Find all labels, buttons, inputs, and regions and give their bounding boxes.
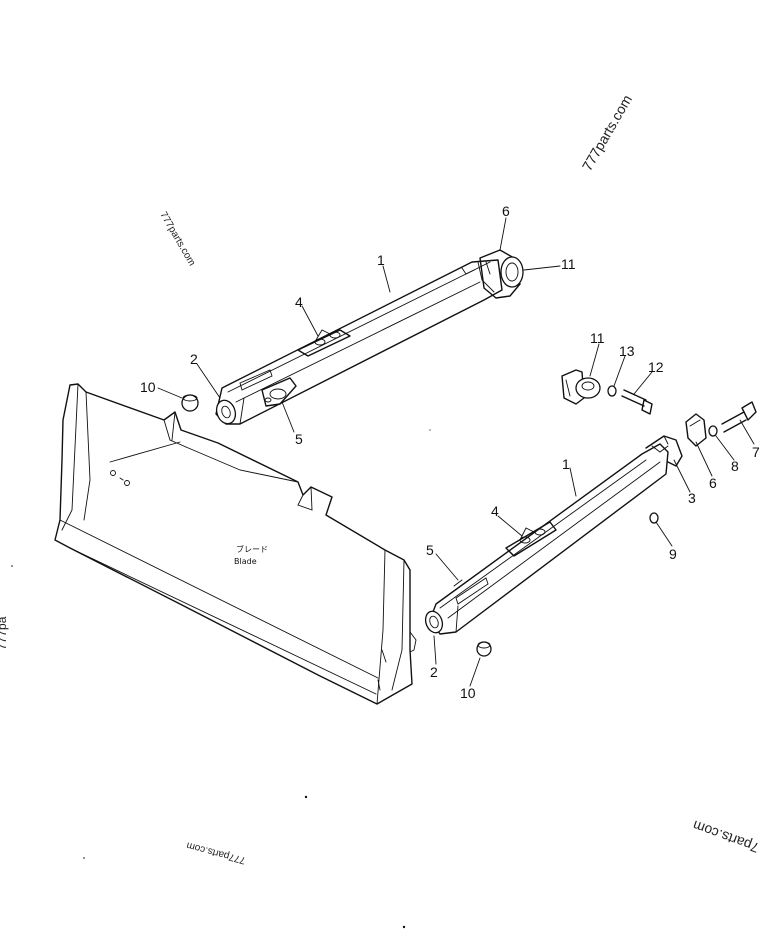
watermark-top-left: 777parts.com <box>157 210 197 268</box>
callout-upper-bushing: 2 <box>190 351 198 367</box>
callout-lower-support: 5 <box>426 542 434 558</box>
callout-washer-8: 8 <box>731 458 739 474</box>
blade-label-jp: ブレード <box>236 544 268 554</box>
watermark-bottom-right: 7parts.com <box>690 817 761 856</box>
callout-lower-bracket: 3 <box>688 490 696 506</box>
watermark-bottom-center: 777parts.com <box>185 839 246 865</box>
callout-bolt-7: 7 <box>752 444 760 460</box>
leader-lines <box>157 217 755 687</box>
callout-lower-dust-seal: 10 <box>460 685 476 701</box>
callout-washer-13: 13 <box>619 343 635 359</box>
callout-lower-bushing: 2 <box>430 664 438 680</box>
callout-upper-cap: 6 <box>502 203 510 219</box>
watermarks: 777parts.com 777parts.com 777pa 7parts.c… <box>0 92 761 866</box>
callouts: 1 6 11 4 2 5 10 11 13 12 7 8 6 3 9 1 4 5… <box>140 203 760 701</box>
callout-upper-support: 5 <box>295 431 303 447</box>
callout-upper-dust-seal: 10 <box>140 379 156 395</box>
callout-upper-plate: 4 <box>295 294 303 310</box>
callout-lower-frame: 1 <box>562 456 570 472</box>
callout-lower-plate: 4 <box>491 503 499 519</box>
watermark-top-right: 777parts.com <box>579 92 635 173</box>
specks <box>11 429 431 929</box>
watermark-left-edge: 777pa <box>0 616 9 650</box>
lower-frame-assembly <box>424 435 683 657</box>
blade-label-en: Blade <box>234 557 257 566</box>
callout-upper-frame: 1 <box>377 252 385 268</box>
upper-frame-assembly <box>181 249 524 425</box>
callout-lower-ball: 11 <box>590 330 605 346</box>
callout-lower-cap: 6 <box>709 475 717 491</box>
callout-bolt-12: 12 <box>648 359 664 375</box>
callout-upper-ball: 11 <box>561 256 576 272</box>
exploded-hardware <box>561 369 757 447</box>
blade: ブレード Blade <box>54 383 417 705</box>
callout-nut-9: 9 <box>669 546 677 562</box>
